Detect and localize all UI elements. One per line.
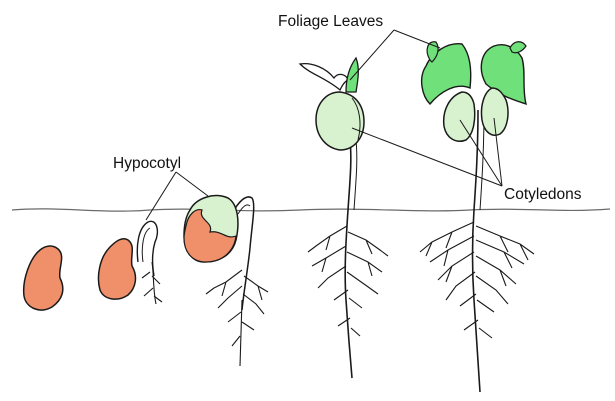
- foliage-leaf: [300, 64, 348, 90]
- leader-foliage-right: [394, 30, 440, 48]
- stem: [473, 110, 481, 392]
- hypocotyl-hook: [137, 221, 157, 276]
- leader-cotyledons-1: [352, 128, 502, 186]
- leader-foliage-left: [350, 30, 394, 80]
- cotyledons-label: Cotyledons: [504, 186, 582, 203]
- stem: [345, 140, 352, 378]
- hypocotyl-label: Hypocotyl: [113, 155, 181, 172]
- foliage-leaf: [510, 42, 526, 53]
- foliage-leaves-label: Foliage Leaves: [278, 13, 383, 30]
- stage-5-mature-seedling: [420, 42, 534, 392]
- leader-hypocotyl-left: [146, 172, 176, 220]
- stage-2-germinating-seed: [98, 221, 162, 304]
- soil-line: [12, 209, 610, 211]
- seed: [24, 246, 63, 310]
- cotyledon: [316, 92, 364, 150]
- cotyledon: [444, 92, 475, 141]
- stage-4-young-plant: [300, 58, 388, 378]
- root-system: [206, 270, 268, 366]
- foliage-leaf: [346, 58, 358, 92]
- seed: [98, 239, 135, 299]
- primary-root: [142, 262, 162, 304]
- stage-3-emerging-seedling: [184, 196, 268, 366]
- stage-1-seed: [24, 246, 63, 310]
- leader-hypocotyl-right: [176, 172, 208, 196]
- root-system: [308, 226, 388, 336]
- root-system: [420, 222, 534, 338]
